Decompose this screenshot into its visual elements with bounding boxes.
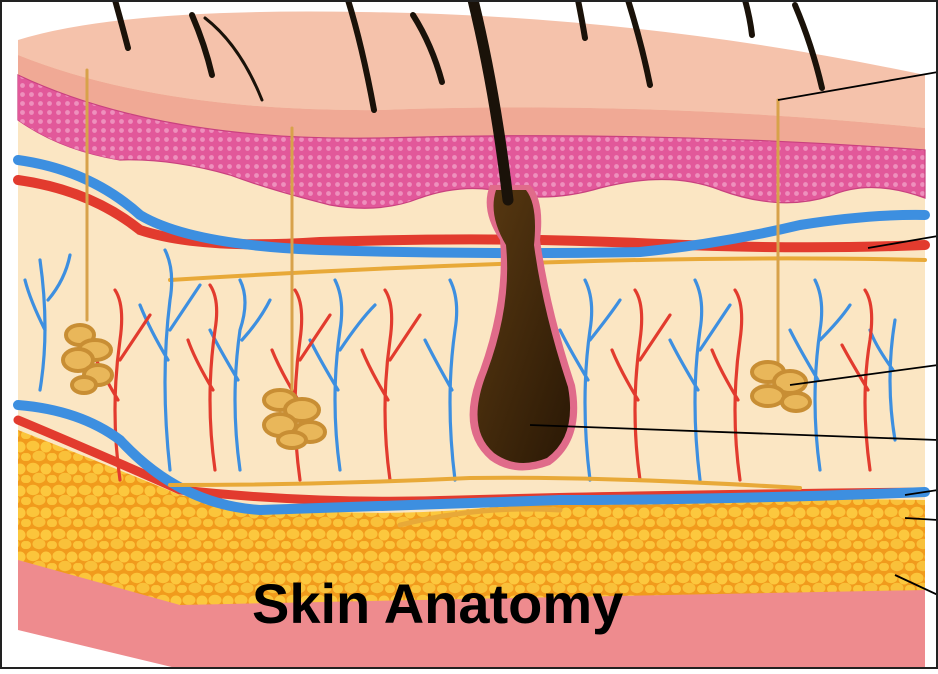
skin-block xyxy=(18,12,925,669)
diagram-title: Skin Anatomy xyxy=(0,572,938,636)
